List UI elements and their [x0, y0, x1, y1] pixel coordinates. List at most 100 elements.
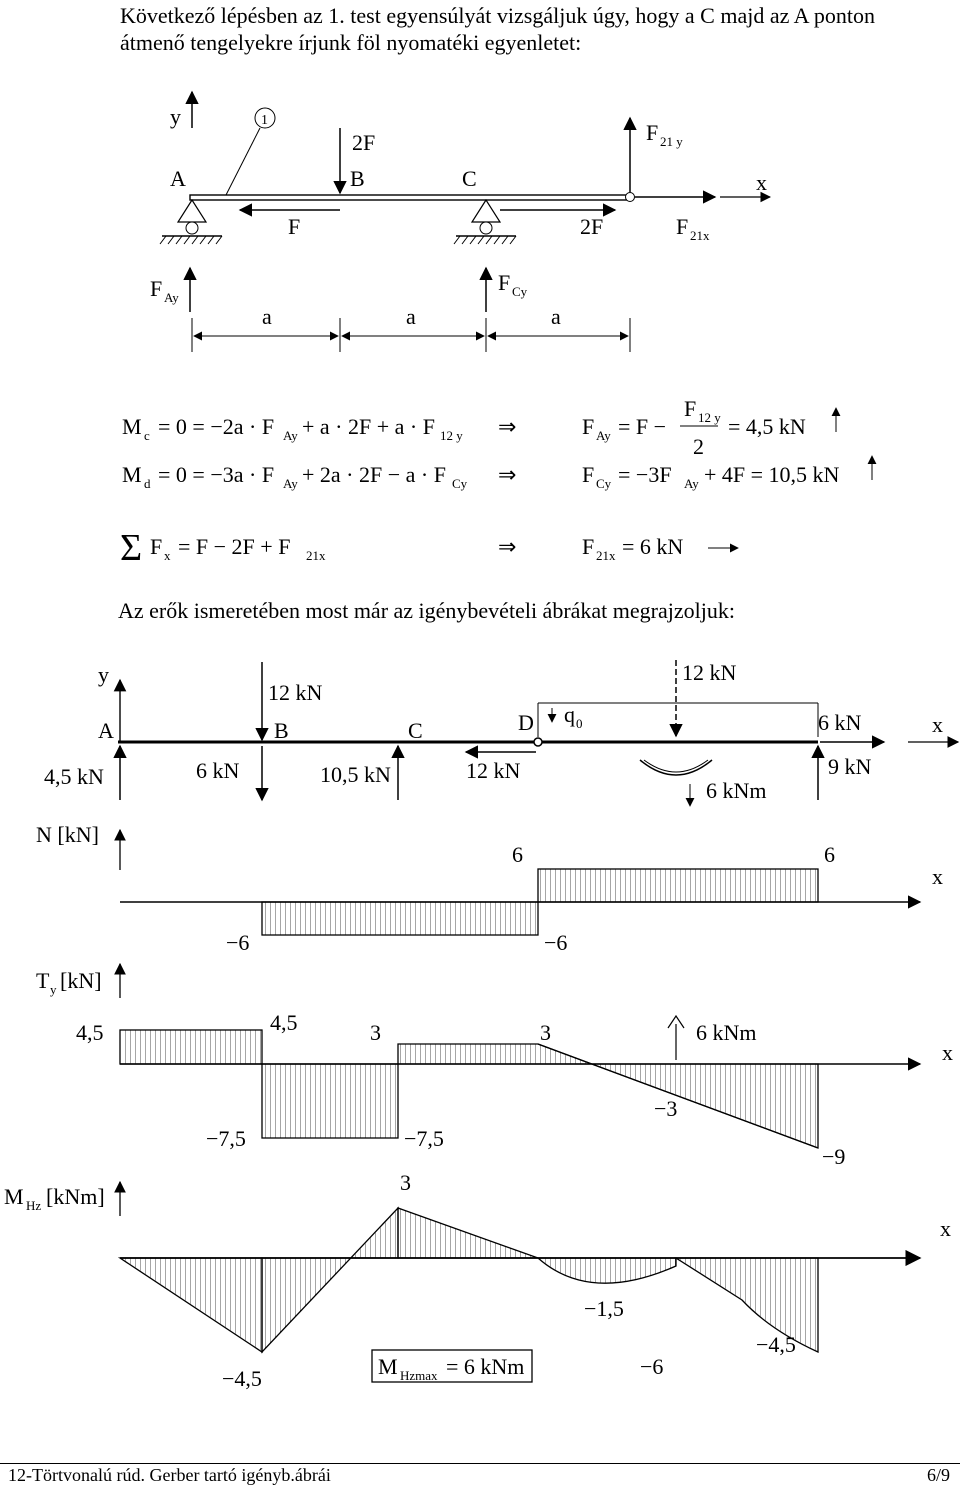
dim-a-3: a — [551, 304, 561, 329]
y-axis-label: y — [170, 104, 181, 129]
svg-text:3: 3 — [540, 1020, 551, 1045]
load-diagram: y A x 12 kN B C D q 0 12 kN 6 kN 4,5 kN … — [44, 660, 960, 807]
intro-text: Következő lépésben az 1. test egyensúlyá… — [120, 3, 875, 55]
svg-text:= F −: = F − — [618, 414, 666, 439]
svg-text:x: x — [942, 1040, 953, 1065]
svg-text:−6: −6 — [640, 1354, 663, 1379]
svg-text:12 kN: 12 kN — [466, 758, 521, 783]
N-diagram: N [kN] x 6 6 −6 −6 — [36, 822, 943, 955]
svg-text:Ay: Ay — [596, 428, 611, 443]
svg-text:9 kN: 9 kN — [828, 754, 872, 779]
svg-text:−1,5: −1,5 — [584, 1296, 624, 1321]
FCy-sub: Cy — [512, 284, 528, 299]
svg-text:Ay: Ay — [684, 476, 699, 491]
M-segment-CD-pos — [397, 1207, 539, 1259]
svg-text:c: c — [144, 428, 150, 443]
svg-text:M: M — [4, 1184, 24, 1209]
T-segment-AB — [119, 1029, 263, 1065]
F21x-label: F — [676, 214, 688, 239]
svg-text:Ay: Ay — [283, 476, 298, 491]
M-diagram: M Hz [kNm] x 3 −4,5 −1,5 −6 −4,5 M Hzmax… — [4, 1170, 951, 1391]
mid-text: Az erők ismeretében most már az igénybev… — [118, 598, 735, 623]
svg-text:−9: −9 — [822, 1144, 845, 1169]
svg-text:4,5 kN: 4,5 kN — [44, 764, 104, 789]
M-segment-BC — [261, 1206, 399, 1354]
svg-text:2: 2 — [693, 434, 704, 459]
svg-text:Cy: Cy — [596, 476, 612, 491]
svg-text:C: C — [408, 718, 423, 743]
F21y-label: F — [646, 120, 658, 145]
point-B-label: B — [350, 166, 365, 191]
x-axis-label: x — [756, 170, 767, 195]
T-diagram: T y [kN] x 4,5 4,5 3 3 6 kNm −7,5 −7,5 −… — [36, 962, 953, 1169]
point-C-label: C — [462, 166, 477, 191]
svg-text:12 y: 12 y — [440, 428, 463, 443]
svg-text:Cy: Cy — [452, 476, 468, 491]
dimension-line: a a a — [191, 304, 631, 352]
support-A — [159, 198, 223, 245]
svg-text:= 6 kNm: = 6 kNm — [446, 1354, 524, 1379]
eq1-implies: ⇒ — [498, 414, 516, 439]
dim-a-1: a — [262, 304, 272, 329]
page-number: 6/9 — [926, 1465, 950, 1485]
FCy-label: F — [498, 270, 510, 295]
svg-text:F: F — [582, 534, 594, 559]
svg-text:4,5: 4,5 — [76, 1020, 104, 1045]
N-negative-segment — [261, 901, 539, 936]
svg-text:⇒: ⇒ — [498, 534, 516, 559]
T-segment-BC — [261, 1063, 399, 1139]
svg-text:−4,5: −4,5 — [756, 1332, 796, 1357]
svg-text:T: T — [36, 968, 50, 993]
M-max-box — [371, 1349, 533, 1383]
svg-text:6 kNm: 6 kNm — [706, 778, 767, 803]
svg-text:−6: −6 — [544, 930, 567, 955]
end-hinge — [625, 192, 635, 202]
force-2F-bottom-label: 2F — [580, 214, 603, 239]
dim-a-2: a — [406, 304, 416, 329]
svg-text:x: x — [164, 548, 171, 563]
eq3-sigma: Σ — [120, 527, 142, 569]
svg-text:[kNm]: [kNm] — [46, 1184, 105, 1209]
svg-text:N [kN]: N [kN] — [36, 822, 99, 847]
force-2F-label: 2F — [352, 130, 375, 155]
eq1-body: = 0 = −2a · F — [158, 414, 274, 439]
svg-text:Ay: Ay — [283, 428, 298, 443]
svg-text:6: 6 — [512, 842, 523, 867]
svg-text:x: x — [940, 1216, 951, 1241]
force-F-label: F — [288, 214, 300, 239]
svg-text:Hz: Hz — [26, 1198, 41, 1213]
svg-text:[kN]: [kN] — [60, 968, 102, 993]
svg-text:12 kN: 12 kN — [682, 660, 737, 685]
svg-text:⇒: ⇒ — [498, 462, 516, 487]
M-segment-AB — [117, 1257, 263, 1354]
top-structure-diagram: y 1 A B C 2F F 2F F 21 y F 21x x — [150, 90, 772, 352]
svg-text:d: d — [144, 476, 151, 491]
svg-text:−4,5: −4,5 — [222, 1366, 262, 1391]
svg-text:3: 3 — [370, 1020, 381, 1045]
eq2-M: M — [122, 462, 142, 487]
footer-divider — [0, 1463, 960, 1464]
body-number: 1 — [261, 113, 268, 128]
svg-text:B: B — [274, 718, 289, 743]
eq3-body: = F − 2F + F — [178, 534, 290, 559]
svg-text:−7,5: −7,5 — [404, 1126, 444, 1151]
svg-text:F: F — [582, 414, 594, 439]
eq3-result: = 6 kN — [622, 534, 683, 559]
M-segment-end — [673, 1257, 819, 1354]
svg-text:F: F — [150, 534, 162, 559]
svg-text:6 kN: 6 kN — [818, 710, 862, 735]
FAy-label: F — [150, 276, 162, 301]
svg-text:21x: 21x — [596, 548, 616, 563]
beam — [189, 194, 631, 201]
svg-text:y: y — [50, 982, 57, 997]
body-pointer-line — [225, 127, 261, 196]
eq1-body2: + a · 2F + a · F — [302, 414, 435, 439]
N-positive-segment — [537, 868, 819, 903]
svg-text:6 kNm: 6 kNm — [696, 1020, 757, 1045]
svg-text:F: F — [582, 462, 594, 487]
eq2-body: = 0 = −3a · F — [158, 462, 274, 487]
svg-text:4,5: 4,5 — [270, 1010, 298, 1035]
svg-text:−6: −6 — [226, 930, 249, 955]
T-segment-CE — [397, 1043, 819, 1149]
